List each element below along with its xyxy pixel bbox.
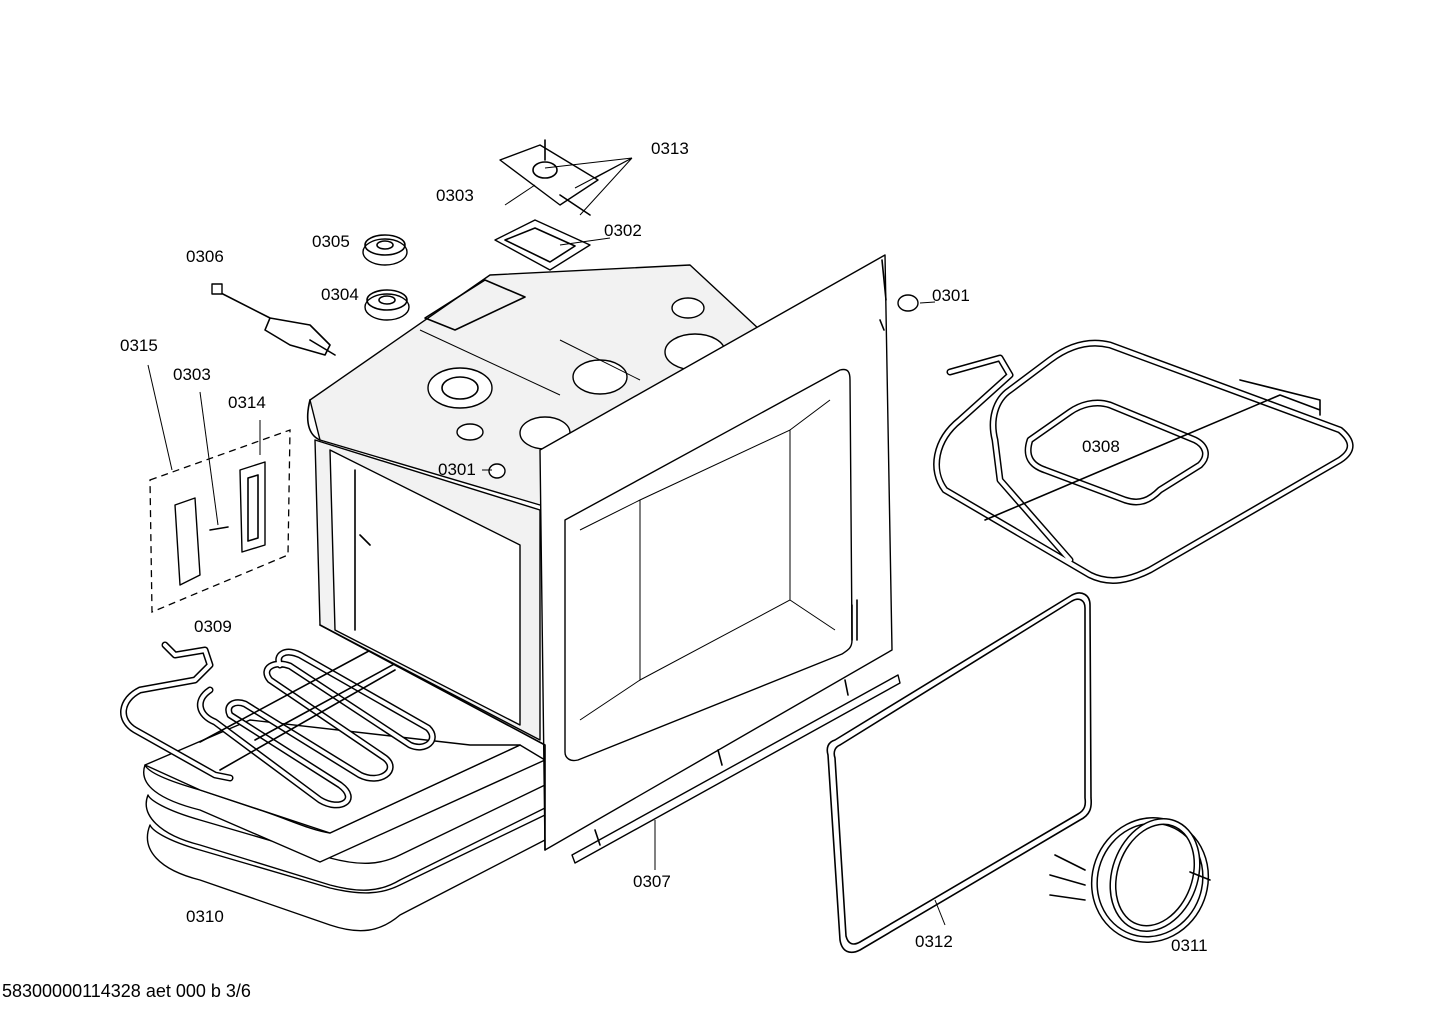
sensor-0306 [211,283,336,356]
part-label-0315: 0315 [120,336,158,355]
circular-heater-0311 [1049,817,1211,943]
part-label-0314: 0314 [228,393,266,412]
part-label-0312: 0312 [915,932,953,951]
door-seal-0312 [826,592,1093,954]
top-grill-heater-0308 [933,339,1354,584]
part-label-0304: 0304 [321,285,359,304]
knob-0305 [362,234,408,266]
part-label-0313: 0313 [651,139,689,158]
door-rail-0307 [571,674,901,864]
part-label-0307: 0307 [633,872,671,891]
part-label-0308: 0308 [1082,437,1120,456]
bottom-heater-0309 [120,641,436,809]
part-label-0309: 0309 [194,617,232,636]
part-label-0310: 0310 [186,907,224,926]
insulation-mat-0310 [143,719,546,932]
lamp-socket-0301-right [897,294,919,312]
part-label-0303-left: 0303 [173,365,211,384]
cover-plate-0302 [494,219,591,271]
leader-lines [147,157,946,926]
part-label-0303-top: 0303 [436,186,474,205]
thermostat-bracket-0313 [499,139,599,216]
lamp-socket-0301-mid [488,463,506,479]
oven-cavity [306,254,893,851]
knob-0304 [364,289,410,321]
drawing-reference-footer: 58300000114328 aet 000 b 3/6 [2,981,251,1001]
part-label-0305: 0305 [312,232,350,251]
lamp-assembly-0315 [149,429,291,613]
part-label-0302: 0302 [604,221,642,240]
part-label-0301-right: 0301 [932,286,970,305]
part-label-0311: 0311 [1171,936,1208,955]
part-label-0306: 0306 [186,247,224,266]
part-label-0301-mid: 0301 [438,460,476,479]
